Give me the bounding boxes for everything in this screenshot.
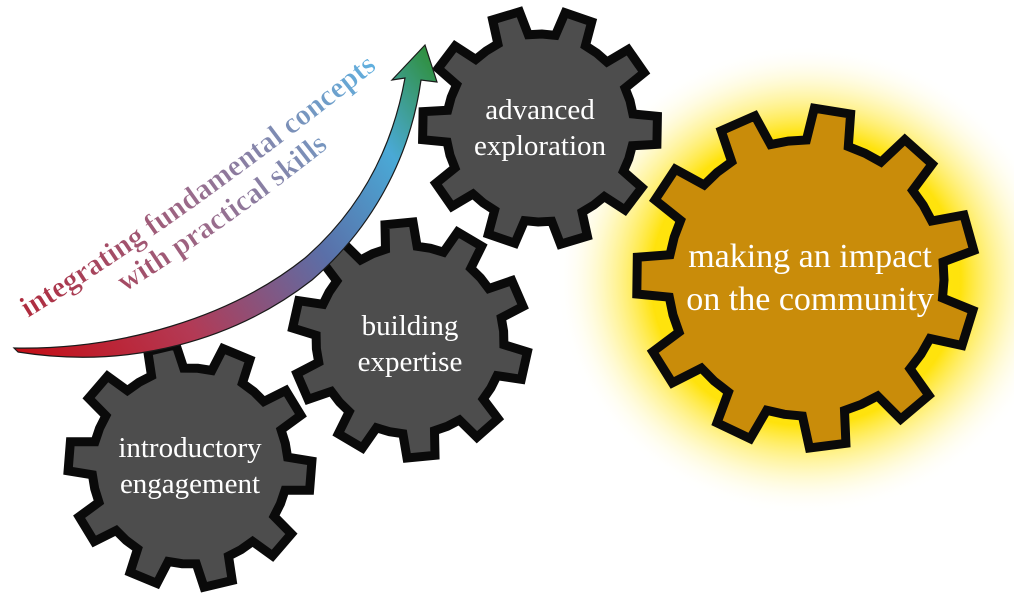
- gear-building: [287, 217, 533, 463]
- introductory-line1: introductory: [118, 432, 262, 464]
- gear-label-advanced: advanced exploration: [445, 92, 635, 165]
- impact-line1: making an impact: [688, 238, 932, 275]
- gear-introductory: [63, 339, 317, 593]
- gear-impact: [632, 103, 980, 453]
- gear-advanced: [418, 6, 662, 250]
- impact-line2: on the community: [686, 280, 934, 318]
- introductory-line2: engagement: [119, 468, 261, 501]
- arrow-label-line1: integrating fundamental concepts: [14, 48, 382, 324]
- gear-label-building: building expertise: [315, 308, 505, 381]
- advanced-line2: exploration: [473, 130, 607, 163]
- arrow-shape: [12, 43, 438, 358]
- advanced-line1: advanced: [485, 94, 595, 126]
- building-line2: expertise: [357, 346, 463, 379]
- gear-label-impact: making an impact on the community: [660, 236, 960, 321]
- curved-arrow: [12, 43, 438, 358]
- building-line1: building: [361, 310, 459, 342]
- gear-label-introductory: introductory engagement: [95, 430, 285, 503]
